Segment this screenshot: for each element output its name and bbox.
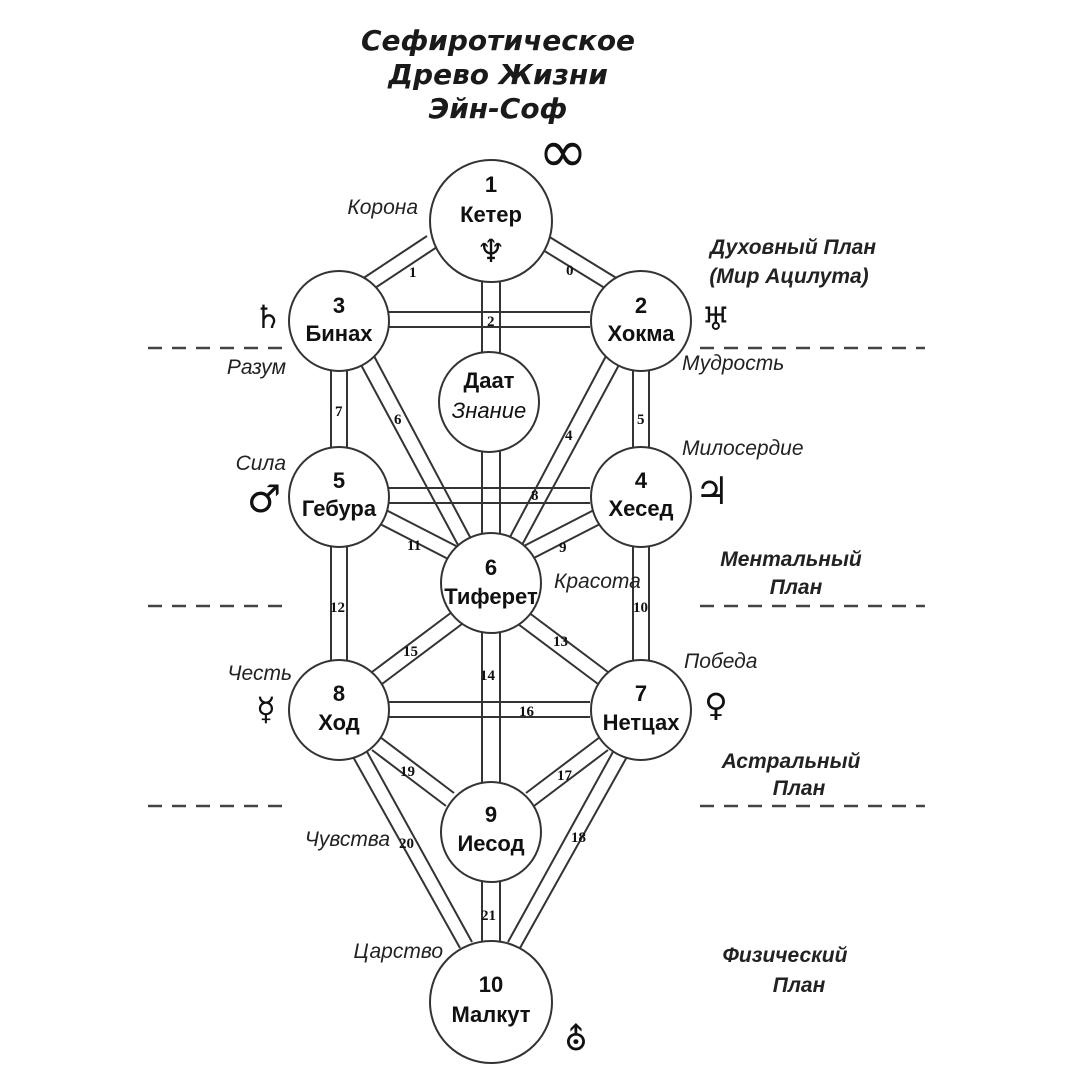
label-chest: Честь [227, 662, 292, 685]
neptune-icon: ♆ [477, 232, 506, 270]
plane-astral-line1: Астральный [721, 750, 861, 773]
path-number-9: 9 [559, 540, 567, 556]
title-line-1: Сефиротическое [361, 24, 635, 57]
infinity-icon: ∞ [538, 117, 588, 187]
mercury-icon: ☿ [256, 690, 276, 728]
sephira-binah: 3 Бинах [288, 270, 390, 372]
path-number-4: 4 [565, 428, 573, 444]
hokma-name: Хокма [607, 321, 675, 346]
hesed-number: 4 [635, 468, 648, 493]
path-number-13: 13 [553, 634, 568, 650]
sephira-yesod: 9 Иесод [440, 781, 542, 883]
sephira-daat: Даат Знание [438, 351, 540, 453]
label-korona: Корона [347, 196, 418, 219]
malkut-name: Малкут [451, 1002, 530, 1027]
plane-spiritual-line2: (Мир Ацилута) [709, 265, 868, 288]
daat-name: Даат [464, 368, 515, 393]
plane-mental-line2: План [770, 576, 823, 599]
plane-physical-line2: План [773, 974, 826, 997]
path-number-1: 1 [409, 265, 417, 281]
plane-mental-line1: Ментальный [720, 548, 862, 571]
venus-icon: ♀ [704, 686, 727, 724]
label-razum: Разум [227, 356, 286, 379]
label-pobeda: Победа [684, 650, 757, 673]
tiferet-name: Тиферет [444, 584, 538, 609]
sephira-keter: 1 Кетер ♆ [429, 159, 553, 283]
path-number-6: 6 [394, 412, 402, 428]
sephira-tiferet: 6 Тиферет [440, 532, 542, 634]
label-chuvstva: Чувства [305, 828, 390, 851]
sephira-gebura: 5 Гебура [288, 446, 390, 548]
keter-number: 1 [485, 172, 497, 197]
sephira-hesed: 4 Хесед [590, 446, 692, 548]
yesod-number: 9 [485, 802, 497, 827]
path-number-12: 12 [330, 600, 345, 616]
plane-spiritual-line1: Духовный План [708, 236, 876, 259]
paths-group [330, 235, 650, 949]
path-number-5: 5 [637, 412, 645, 428]
path-number-21: 21 [481, 908, 496, 924]
path-number-20: 20 [399, 836, 414, 852]
path-number-2: 2 [487, 314, 495, 330]
uranus-icon: ♅ [702, 300, 731, 338]
mars-icon: ♂ [247, 477, 281, 521]
hokma-number: 2 [635, 293, 647, 318]
binah-number: 3 [333, 293, 345, 318]
label-miloserdie: Милосердие [682, 437, 804, 460]
path-number-0: 0 [566, 263, 574, 279]
path-number-8: 8 [531, 488, 539, 504]
malkut-number: 10 [479, 972, 503, 997]
path-number-10: 10 [633, 600, 648, 616]
path-numbers: 0 1 2 7 5 6 4 8 11 9 12 10 15 13 14 16 1… [330, 263, 648, 924]
path-number-17: 17 [557, 768, 573, 784]
gebura-number: 5 [333, 468, 345, 493]
saturn-icon: ♄ [254, 298, 283, 336]
label-mudrost: Мудрость [682, 352, 784, 375]
daat-subtitle: Знание [452, 398, 526, 423]
tiferet-number: 6 [485, 555, 497, 580]
hod-number: 8 [333, 681, 345, 706]
yesod-name: Иесод [457, 831, 524, 856]
hesed-name: Хесед [608, 496, 673, 521]
netzah-number: 7 [635, 681, 647, 706]
sephira-netzah: 7 Нетцах [590, 659, 692, 761]
path-number-14: 14 [480, 668, 496, 684]
path-number-19: 19 [400, 764, 415, 780]
hod-name: Ход [318, 710, 360, 735]
title-line-2: Древо Жизни [387, 58, 608, 91]
plane-physical-line1: Физический [723, 944, 848, 967]
label-sila: Сила [236, 452, 286, 475]
keter-name: Кетер [460, 202, 522, 227]
label-tsarstvo: Царство [354, 940, 444, 963]
path-number-11: 11 [407, 538, 421, 554]
title-line-3: Эйн-Соф [429, 92, 568, 125]
earth-icon: ⛢ [564, 1020, 587, 1058]
sephira-malkut: 10 Малкут [429, 940, 553, 1064]
path-number-7: 7 [335, 404, 343, 420]
plane-astral-line2: План [773, 777, 826, 800]
binah-name: Бинах [305, 321, 373, 346]
label-krasota: Красота [554, 570, 641, 593]
path-number-16: 16 [519, 704, 535, 720]
path-number-15: 15 [403, 644, 418, 660]
sephira-hod: 8 Ход [288, 659, 390, 761]
path-number-18: 18 [571, 830, 586, 846]
gebura-name: Гебура [302, 496, 377, 521]
sephira-hokma: 2 Хокма [590, 270, 692, 372]
jupiter-icon: ♃ [695, 469, 729, 513]
netzah-name: Нетцах [603, 710, 681, 735]
